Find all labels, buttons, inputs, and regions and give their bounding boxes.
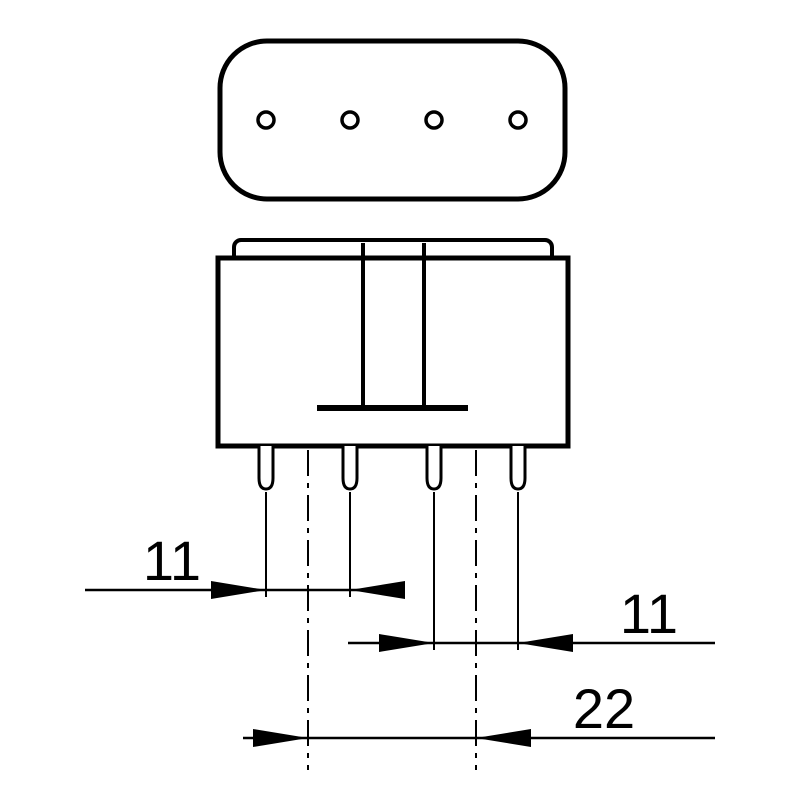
dim-label-right-11: 11 [620, 582, 678, 645]
top-view-outline [217, 38, 568, 202]
pin-4 [509, 446, 527, 491]
arrow-left-icon [350, 581, 405, 599]
arrow-right-icon [211, 581, 266, 599]
top-view [217, 38, 568, 202]
pin-hole-3 [424, 110, 444, 130]
dimension-labels: 11 11 22 [143, 529, 678, 740]
pin-1 [257, 446, 275, 491]
pins [257, 446, 527, 491]
dimension-arrows [211, 581, 573, 747]
arrow-right-icon [379, 634, 434, 652]
dim-label-left-11: 11 [143, 529, 201, 592]
base-body-outline [215, 255, 571, 449]
pin-hole-4 [508, 110, 528, 130]
pin-hole-2 [340, 110, 360, 130]
arrow-left-icon [476, 729, 531, 747]
dim-label-22: 22 [573, 677, 635, 740]
pin-3 [425, 446, 443, 491]
pin-hole-1 [256, 110, 276, 130]
extension-lines [265, 450, 519, 770]
pin-2 [341, 446, 359, 491]
arrow-left-icon [518, 634, 573, 652]
front-view [215, 238, 571, 449]
arrow-right-icon [253, 729, 308, 747]
